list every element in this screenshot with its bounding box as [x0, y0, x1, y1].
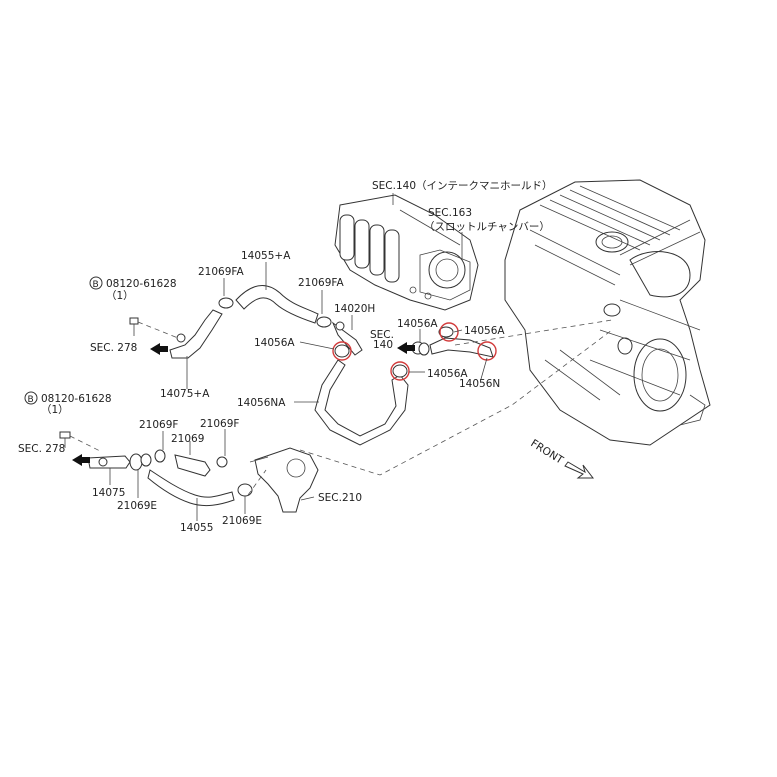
- label-14075-a: 14075+A: [160, 388, 210, 400]
- label-21069e-left: 21069E: [117, 500, 157, 512]
- label-14056a-top: 14056A: [397, 318, 438, 330]
- label-bolt-qty-bottom: （1）: [41, 404, 69, 416]
- label-sec163-throttle-chamber: （スロットルチャンバー）: [424, 221, 550, 233]
- leader-lines: [109, 193, 488, 521]
- label-front: FRONT: [528, 437, 565, 466]
- svg-text:B: B: [93, 280, 99, 290]
- label-sec278-bottom: SEC. 278: [18, 443, 65, 455]
- svg-text:B: B: [28, 395, 34, 405]
- label-21069fa-left: 21069FA: [198, 266, 244, 278]
- label-21069: 21069: [171, 433, 204, 445]
- label-08120-61628-top: 08120-61628: [106, 278, 177, 290]
- label-14055-a: 14055+A: [241, 250, 291, 262]
- label-14056n: 14056N: [459, 378, 500, 390]
- part-labels: SEC.140（インテークマニホールド） SEC.163 （スロットルチャンバー…: [18, 180, 566, 534]
- label-sec140-mid: SEC.: [370, 329, 394, 341]
- label-14020h: 14020H: [334, 303, 375, 315]
- label-14075: 14075: [92, 487, 125, 499]
- bolt-symbol-bottom: B: [24, 391, 38, 405]
- arrows: [72, 342, 595, 479]
- bolt-symbol-top: B: [89, 276, 103, 290]
- label-sec140-mid-num: 140: [373, 339, 393, 351]
- engine-block-drawing: [504, 179, 711, 446]
- label-sec163: SEC.163: [428, 207, 472, 219]
- label-21069fa-right: 21069FA: [298, 277, 344, 289]
- label-14056a-bottom: 14056A: [427, 368, 468, 380]
- label-08120-61628-bottom: 08120-61628: [41, 393, 112, 405]
- label-sec140-intake-manifold: SEC.140（インテークマニホールド）: [372, 180, 553, 192]
- label-21069f-left: 21069F: [139, 419, 178, 431]
- label-14056a-right: 14056A: [464, 325, 505, 337]
- front-arrow-icon: [564, 461, 595, 479]
- label-sec278-top: SEC. 278: [90, 342, 137, 354]
- intake-manifold-drawing: [334, 194, 479, 311]
- upper-hose-assembly: [129, 285, 497, 446]
- label-sec210: SEC.210: [318, 492, 362, 504]
- label-14056na: 14056NA: [237, 397, 286, 409]
- label-bolt-qty-top: （1）: [106, 290, 134, 302]
- arrow-left-icon: [72, 454, 90, 466]
- label-21069e-right: 21069E: [222, 515, 262, 527]
- label-21069f-right: 21069F: [200, 418, 239, 430]
- arrow-left-icon: [397, 342, 415, 354]
- arrow-left-icon: [150, 343, 168, 355]
- lower-hose-assembly: [59, 431, 319, 513]
- label-14056a-left: 14056A: [254, 337, 295, 349]
- label-14055: 14055: [180, 522, 213, 534]
